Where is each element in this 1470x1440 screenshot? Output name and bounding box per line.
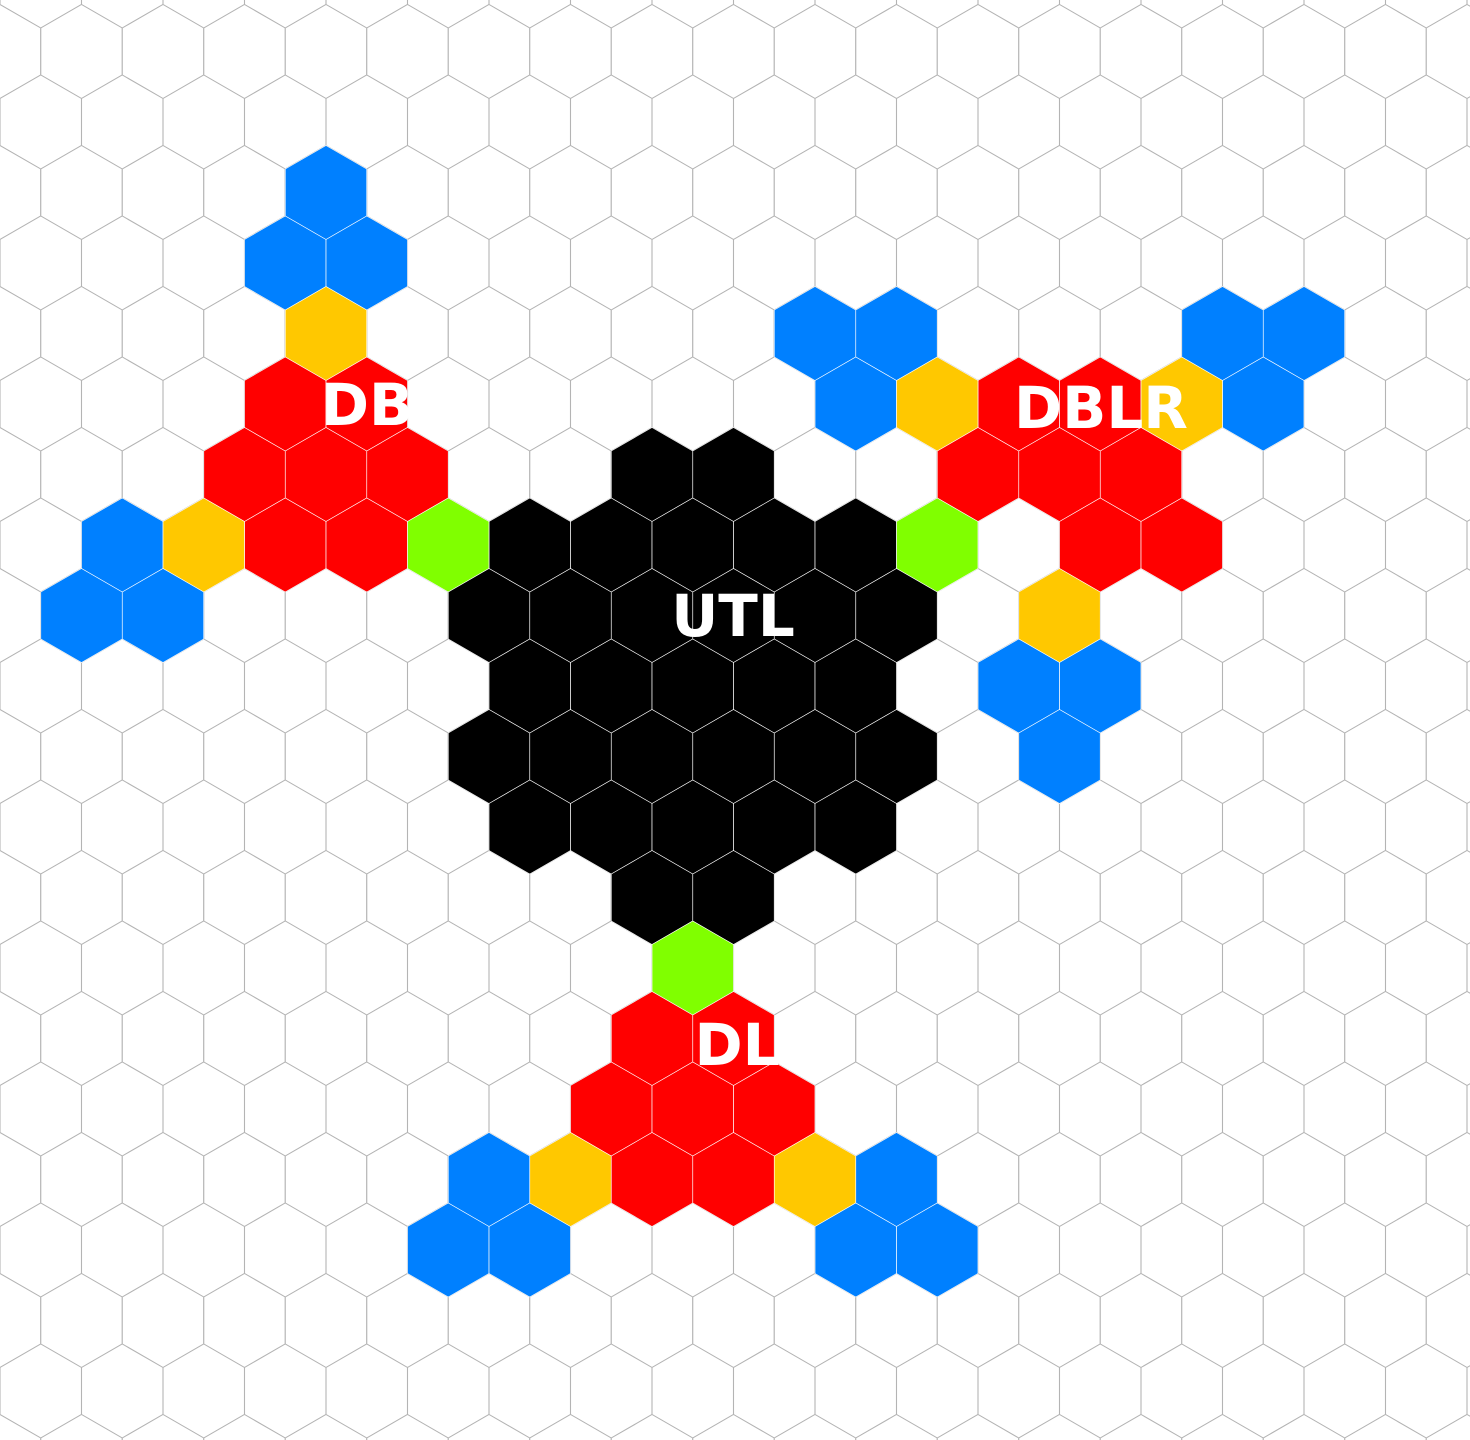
grid-hex — [1425, 1413, 1470, 1440]
grid-hex — [1466, 519, 1470, 571]
cluster-labels: UTL DB DBLR DL — [321, 371, 1188, 1079]
grid-hex — [1466, 1224, 1470, 1276]
blue-hex-cell — [122, 568, 204, 663]
grid-hex — [1466, 96, 1470, 148]
red-hex-cell — [1140, 497, 1223, 593]
blue-hex-cell — [488, 1202, 571, 1298]
label-dblr: DBLR — [1014, 374, 1188, 442]
colored-hex-cells — [40, 145, 1345, 1298]
grid-hex — [1466, 801, 1470, 853]
blue-hex-cell — [896, 1202, 979, 1298]
label-db: DB — [321, 371, 413, 439]
blue-hex-cell — [1018, 709, 1101, 804]
label-utl: UTL — [671, 582, 795, 650]
grid-hex — [1466, 1365, 1470, 1417]
grid-hex — [1466, 660, 1470, 712]
grid-hex — [1466, 1083, 1470, 1135]
grid-hex — [1466, 942, 1470, 994]
label-dl: DL — [694, 1011, 779, 1079]
grid-hex — [1466, 237, 1470, 289]
black-hex-cell — [814, 779, 897, 875]
grid-hex — [1466, 378, 1470, 430]
